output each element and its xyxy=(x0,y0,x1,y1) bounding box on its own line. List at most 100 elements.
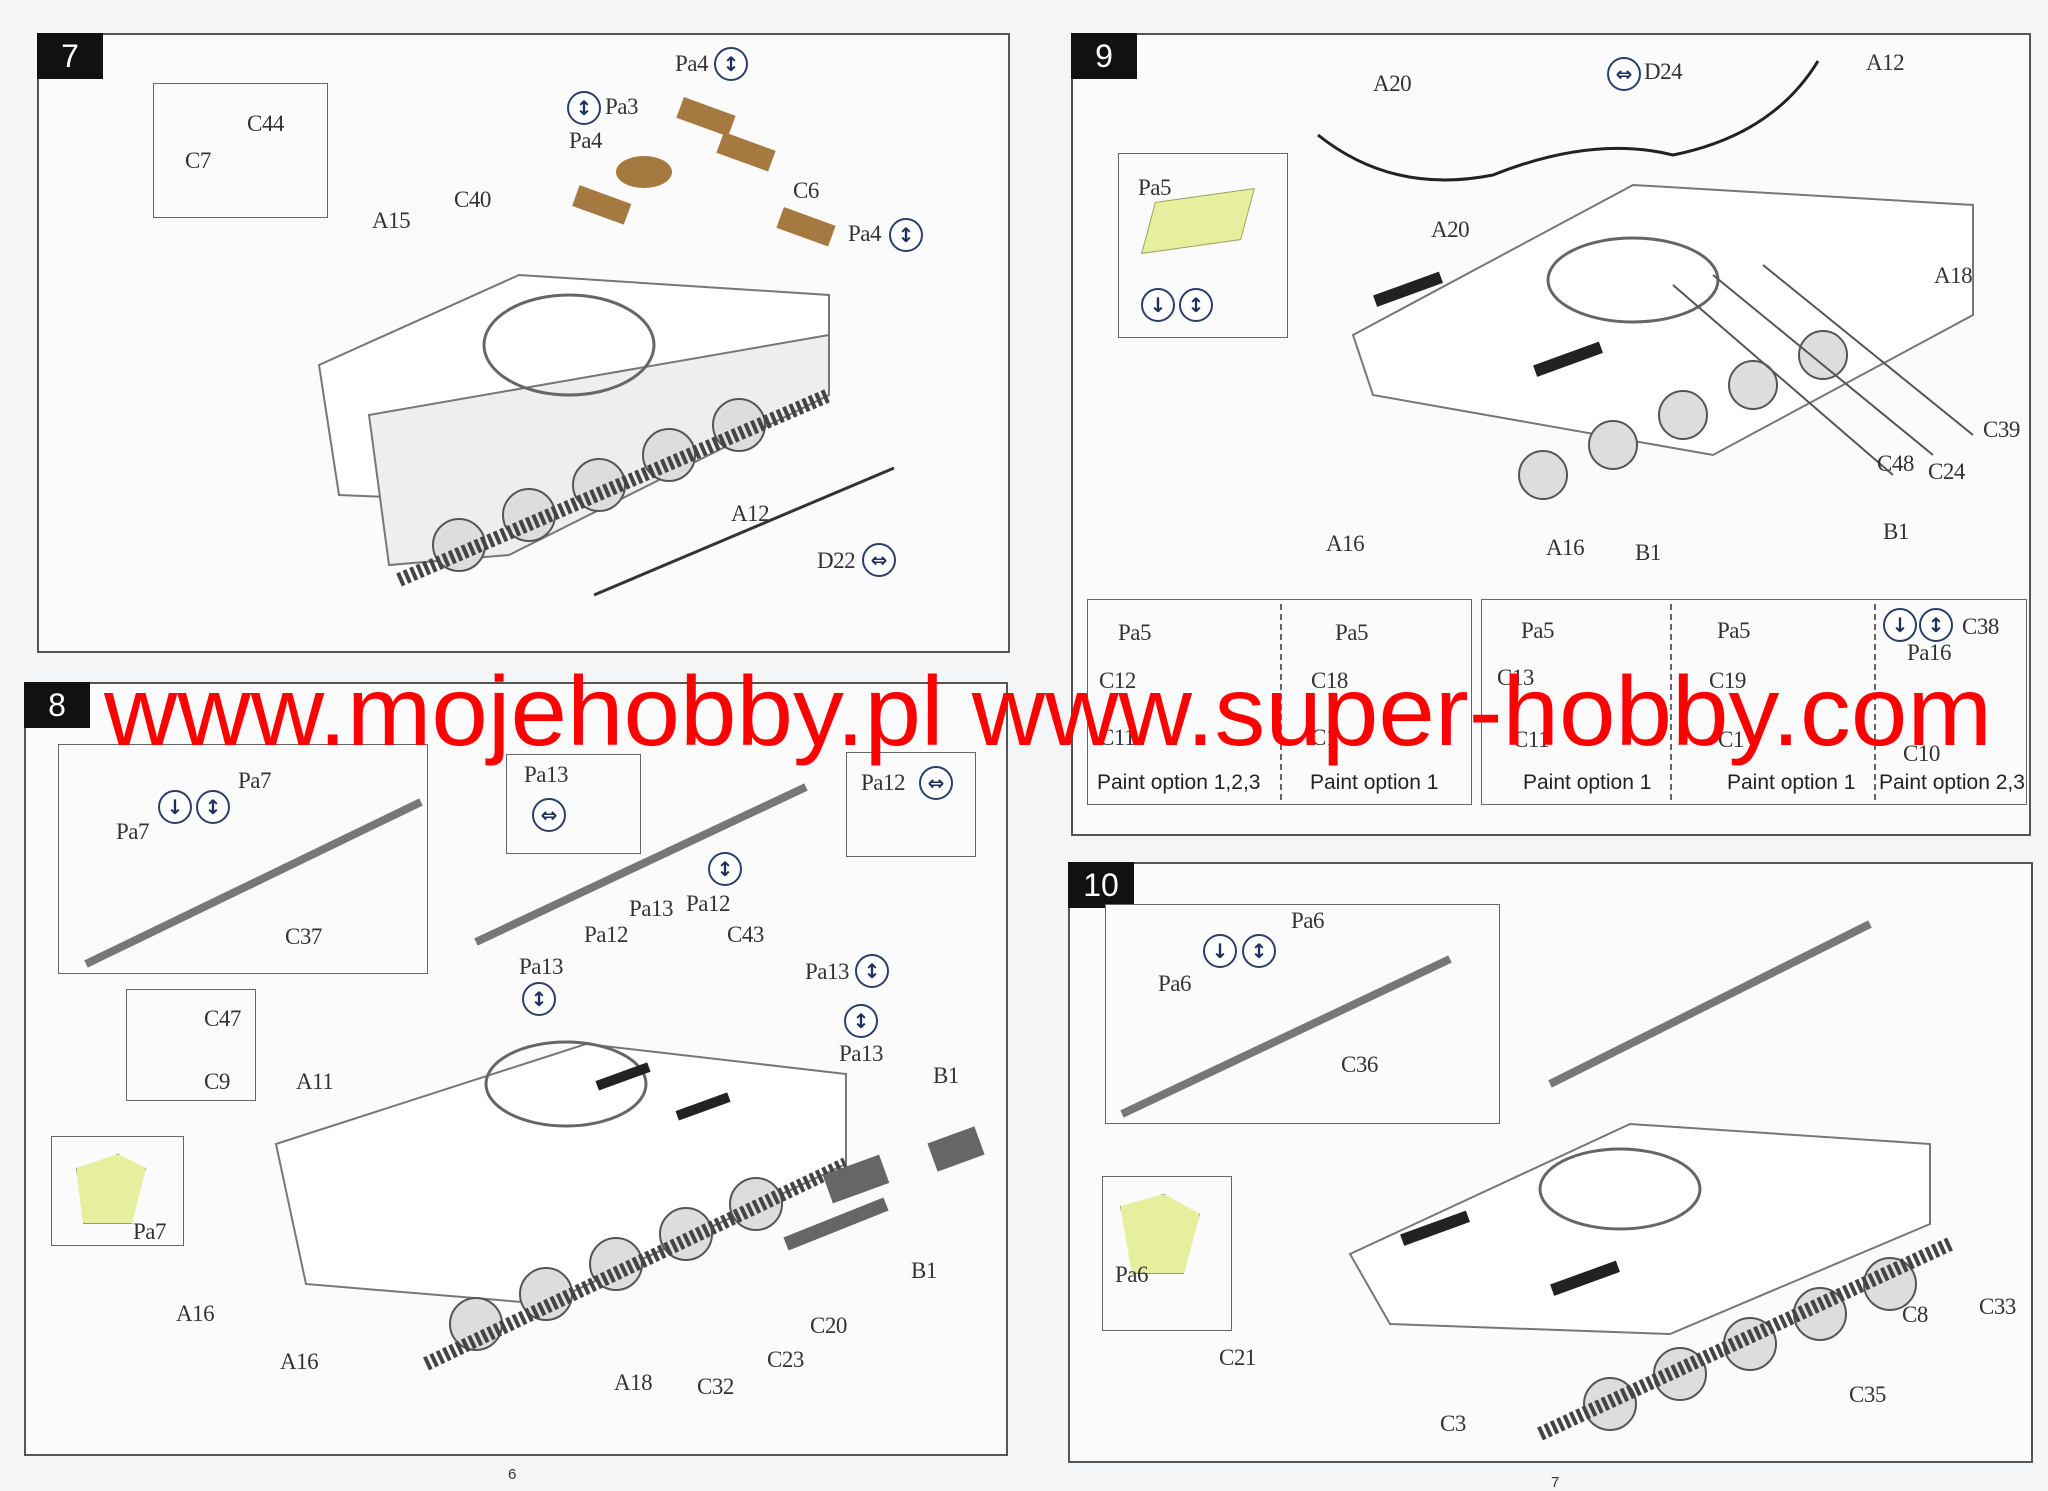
part-label: Pa6 xyxy=(1115,1262,1149,1287)
part-label: C6 xyxy=(793,178,819,203)
step-8-panel: 8 Pa7 ↓ ↕ Pa7 C37 Pa13 ⇔ Pa12 ⇔ ↕ Pa13 P… xyxy=(24,682,1008,1456)
part-label: A15 xyxy=(372,208,411,233)
paint-option-caption: Paint option 1,2,3 xyxy=(1097,771,1261,794)
detail-inset xyxy=(153,83,328,218)
flip-symbol-icon: ↕ xyxy=(889,218,923,252)
step-9-panel: 9 A20 ⇔ D24 A12 Pa5 ↓ ↕ A20 A18 C39 C48 … xyxy=(1071,33,2031,836)
flip-symbol-icon: ↕ xyxy=(1179,288,1213,322)
part-label: C48 xyxy=(1877,451,1914,476)
part-label: B1 xyxy=(911,1258,937,1283)
step-number: 8 xyxy=(24,682,90,728)
part-label: C20 xyxy=(810,1313,847,1338)
part-label: Pa16 xyxy=(1907,640,1952,665)
paint-option-caption: Paint option 1 xyxy=(1523,771,1652,794)
tank-hull-drawing xyxy=(1317,60,1974,500)
flip-symbol-icon: ↕ xyxy=(522,982,556,1016)
bend-symbol-icon: ↓ xyxy=(1141,288,1175,322)
part-label: A16 xyxy=(176,1301,215,1326)
part-label: D22 xyxy=(817,548,856,573)
part-label: Pa7 xyxy=(133,1219,167,1244)
part-label: C3 xyxy=(1440,1411,1466,1436)
paint-option-caption: Paint option 2,3 xyxy=(1879,771,2025,794)
part-label: B1 xyxy=(1635,540,1661,565)
part-label: C18 xyxy=(1311,668,1348,693)
bend-symbol-icon: ↓ xyxy=(1883,608,1917,642)
part-label: A20 xyxy=(1431,217,1470,242)
paint-option-caption: Paint option 1 xyxy=(1727,771,1856,794)
part-label: D24 xyxy=(1644,59,1683,84)
part-label: C7 xyxy=(185,148,211,173)
part-label: C47 xyxy=(204,1006,241,1031)
part-label: Pa5 xyxy=(1118,620,1152,645)
part-label: Pa13 xyxy=(524,762,569,787)
part-label: A12 xyxy=(731,501,770,526)
part-label: C19 xyxy=(1709,668,1746,693)
part-label: C13 xyxy=(1497,665,1534,690)
paint-options-box xyxy=(1481,599,2027,805)
part-label: Pa7 xyxy=(238,768,272,793)
part-label: Pa7 xyxy=(116,819,150,844)
flip-symbol-icon: ↕ xyxy=(1919,608,1953,642)
paint-option-caption: Paint option 1 xyxy=(1310,771,1439,794)
flip-symbol-icon: ↕ xyxy=(1242,934,1276,968)
part-label: C32 xyxy=(697,1374,734,1399)
page-number-left: 6 xyxy=(508,1466,517,1483)
part-label: A18 xyxy=(614,1370,653,1395)
part-label: C38 xyxy=(1962,614,1999,639)
part-label: C39 xyxy=(1983,417,2020,442)
copper-wire-symbol-icon: ⇔ xyxy=(1607,57,1641,91)
page-number-right: 7 xyxy=(1551,1474,1560,1491)
part-label: A16 xyxy=(280,1349,319,1374)
step-10-panel: 10 Pa6 ↓ ↕ Pa6 C36 Pa6 C21 C3 C8 C33 C35 xyxy=(1068,862,2033,1463)
part-label: C23 xyxy=(767,1347,804,1372)
part-label: Pa12 xyxy=(584,922,629,947)
tank-hull-drawing xyxy=(1120,920,1953,1441)
part-label: C35 xyxy=(1849,1382,1886,1407)
part-label: C21 xyxy=(1219,1345,1256,1370)
part-label: C8 xyxy=(1902,1302,1928,1327)
detail-inset xyxy=(126,989,256,1101)
tank-hull-drawing xyxy=(84,783,985,1371)
detail-inset xyxy=(58,744,428,974)
part-label: C36 xyxy=(1341,1052,1378,1077)
part-label: A16 xyxy=(1326,531,1365,556)
flip-symbol-icon: ↕ xyxy=(855,954,889,988)
part-label: C44 xyxy=(247,111,284,136)
part-label: Pa5 xyxy=(1521,618,1555,643)
divider xyxy=(1280,604,1282,800)
flip-symbol-icon: ↕ xyxy=(714,47,748,81)
step-7-panel: 7 C44 C7 A15 C40 Pa4 ↕ ↕ Pa3 Pa4 C6 Pa4 … xyxy=(37,33,1010,653)
part-label: C24 xyxy=(1928,459,1965,484)
part-label: Pa12 xyxy=(861,770,906,795)
part-label: Pa4 xyxy=(848,221,882,246)
part-label: C37 xyxy=(285,924,322,949)
part-label: C1 xyxy=(1311,725,1337,750)
part-label: A18 xyxy=(1934,263,1973,288)
copper-wire-symbol-icon: ⇔ xyxy=(862,543,896,577)
part-label: Pa6 xyxy=(1291,908,1325,933)
part-label: B1 xyxy=(1883,519,1909,544)
flip-symbol-icon: ↕ xyxy=(196,790,230,824)
part-label: Pa13 xyxy=(519,954,564,979)
part-label: Pa3 xyxy=(605,94,639,119)
copper-wire-symbol-icon: ⇔ xyxy=(532,798,566,832)
part-label: C1 xyxy=(1718,727,1744,752)
part-label: A11 xyxy=(296,1069,334,1094)
part-label: C11 xyxy=(1513,727,1550,752)
step-number: 9 xyxy=(1071,33,1137,79)
part-label: C11 xyxy=(1099,725,1136,750)
part-label: Pa4 xyxy=(569,128,603,153)
detail-inset xyxy=(506,754,641,854)
flip-symbol-icon: ↕ xyxy=(567,91,601,125)
watermark-text: www.mojehobby.pl www.super-hobby.com xyxy=(103,656,1992,766)
part-label: Pa5 xyxy=(1138,175,1172,200)
paint-options-box xyxy=(1087,599,1472,805)
divider xyxy=(1874,604,1876,800)
part-label: A12 xyxy=(1866,50,1905,75)
part-label: C33 xyxy=(1979,1294,2016,1319)
divider xyxy=(1670,604,1672,800)
part-label: Pa13 xyxy=(839,1041,884,1066)
part-label: Pa12 xyxy=(686,891,731,916)
part-label: C43 xyxy=(727,922,764,947)
